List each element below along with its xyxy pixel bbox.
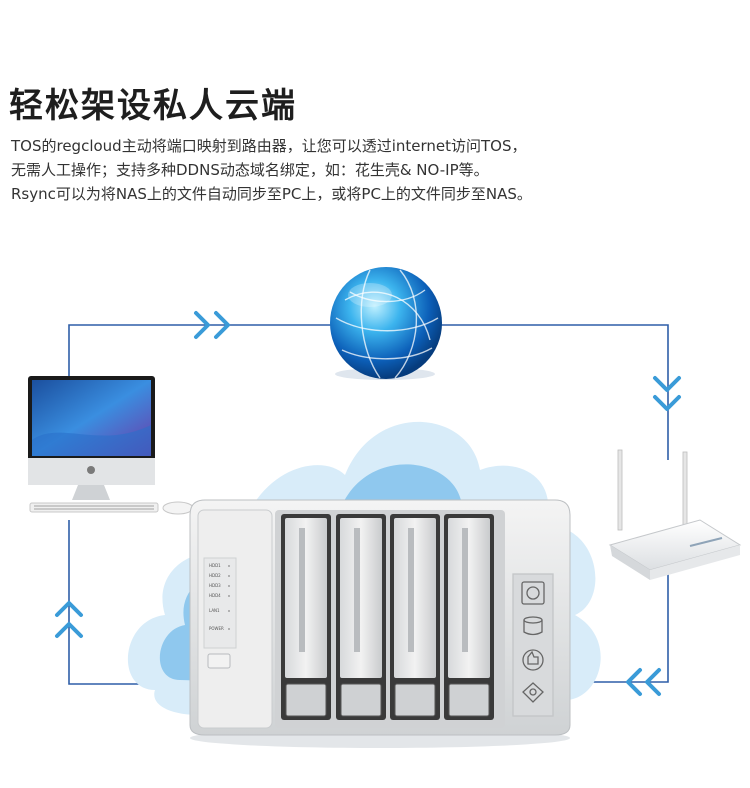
panel-label: LAN1 xyxy=(209,608,220,613)
drive-bay-2[interactable] xyxy=(336,514,386,720)
description-line-2: 无需人工操作；支持多种DDNS动态域名绑定，如：花生壳& NO-IP等。 xyxy=(11,161,489,179)
chevron-right-icon xyxy=(194,311,230,339)
computer-icon xyxy=(28,376,194,515)
feature-icons xyxy=(512,573,554,717)
shield-user-icon xyxy=(522,682,544,703)
status-panel: HDD1 HDD2 HDD3 HDD4 LAN1 POWER xyxy=(203,557,237,649)
chevron-down-icon xyxy=(653,376,681,411)
power-button[interactable] xyxy=(207,653,231,669)
description-line-1: TOS的regcloud主动将端口映射到路由器，让您可以透过internet访问… xyxy=(11,137,527,155)
panel-label: HDD4 xyxy=(209,593,221,598)
panel-label: HDD2 xyxy=(209,573,221,578)
line-globe-to-router xyxy=(438,324,669,460)
globe-icon xyxy=(330,267,442,380)
drive-bay-3[interactable] xyxy=(390,514,440,720)
database-icon xyxy=(523,616,543,636)
nas-device-icon: HDD1 HDD2 HDD3 HDD4 LAN1 POWER xyxy=(189,499,571,748)
hdd-icon xyxy=(521,581,545,605)
chevron-left-icon xyxy=(626,668,661,696)
thumbs-up-icon xyxy=(522,649,544,671)
chevron-up-icon xyxy=(55,601,83,638)
description-line-3: Rsync可以为将NAS上的文件自动同步至PC上，或将PC上的文件同步至NAS。 xyxy=(11,185,532,203)
line-router-to-nas xyxy=(565,570,669,683)
page-title: 轻松架设私人云端 xyxy=(9,86,297,126)
drive-bay-4[interactable] xyxy=(444,514,494,720)
drive-bays xyxy=(281,514,494,720)
description-paragraph: TOS的regcloud主动将端口映射到路由器，让您可以透过internet访问… xyxy=(11,134,532,206)
panel-label: HDD1 xyxy=(209,563,221,568)
router-icon xyxy=(608,449,742,580)
drive-bay-1[interactable] xyxy=(281,514,331,720)
panel-label: HDD3 xyxy=(209,583,221,588)
panel-label: POWER xyxy=(209,626,224,631)
